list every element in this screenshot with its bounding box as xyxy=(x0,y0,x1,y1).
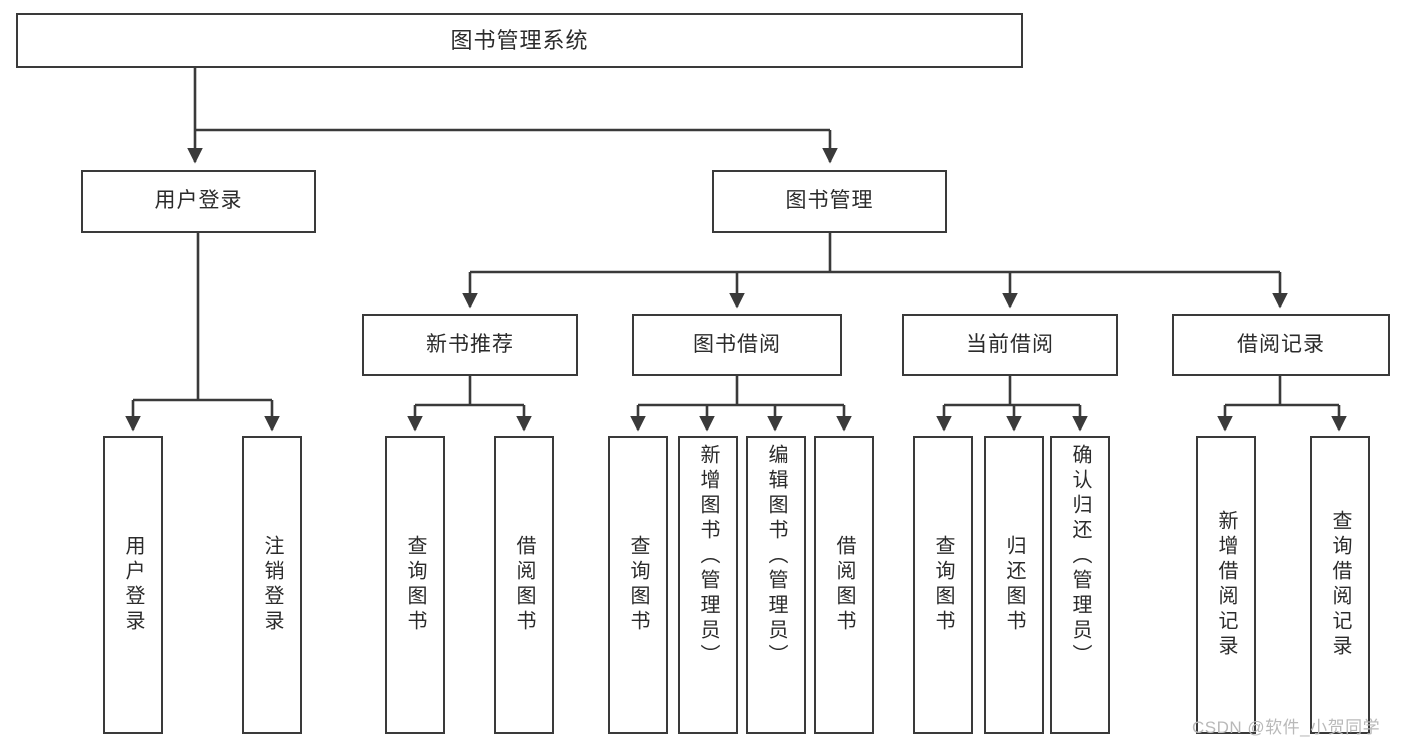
leaf-return-book[interactable]: 归还图书 xyxy=(984,436,1044,734)
leaf-borrow-book-1[interactable]: 借阅图书 xyxy=(494,436,554,734)
leaf-borrow-book-2[interactable]: 借阅图书 xyxy=(814,436,874,734)
node-user-login-label: 用户登录 xyxy=(154,189,243,213)
leaf-add-record-label: 新增借阅记录 xyxy=(1215,510,1237,660)
node-book-manage-label: 图书管理 xyxy=(785,189,874,213)
node-borrow-record[interactable]: 借阅记录 xyxy=(1172,314,1390,376)
leaf-add-book[interactable]: 新增图书（管理员） xyxy=(678,436,738,734)
leaf-confirm-return[interactable]: 确认归还（管理员） xyxy=(1050,436,1110,734)
node-root[interactable]: 图书管理系统 xyxy=(16,13,1023,68)
leaf-borrow-book-2-label: 借阅图书 xyxy=(833,535,855,635)
leaf-query-book-2-label: 查询图书 xyxy=(627,535,649,635)
watermark: CSDN @软件_小贺同学 xyxy=(1192,718,1381,737)
leaf-return-book-label: 归还图书 xyxy=(1003,535,1025,635)
node-user-login[interactable]: 用户登录 xyxy=(81,170,316,233)
leaf-query-book-2[interactable]: 查询图书 xyxy=(608,436,668,734)
node-book-borrow[interactable]: 图书借阅 xyxy=(632,314,842,376)
leaf-query-record[interactable]: 查询借阅记录 xyxy=(1310,436,1370,734)
node-borrow-record-label: 借阅记录 xyxy=(1237,332,1325,356)
leaf-confirm-return-label: 确认归还（管理员） xyxy=(1069,444,1091,669)
node-book-borrow-label: 图书借阅 xyxy=(693,332,781,356)
leaf-query-book-1[interactable]: 查询图书 xyxy=(385,436,445,734)
leaf-edit-book-label: 编辑图书（管理员） xyxy=(765,444,787,669)
leaf-borrow-book-1-label: 借阅图书 xyxy=(513,535,535,635)
leaf-logout-label: 注销登录 xyxy=(261,535,283,635)
node-new-book-recommend-label: 新书推荐 xyxy=(426,332,514,356)
node-current-borrow-label: 当前借阅 xyxy=(966,332,1054,356)
leaf-query-book-1-label: 查询图书 xyxy=(404,535,426,635)
leaf-query-record-label: 查询借阅记录 xyxy=(1329,510,1351,660)
node-book-manage[interactable]: 图书管理 xyxy=(712,170,947,233)
node-root-label: 图书管理系统 xyxy=(450,27,589,53)
leaf-add-record[interactable]: 新增借阅记录 xyxy=(1196,436,1256,734)
node-new-book-recommend[interactable]: 新书推荐 xyxy=(362,314,578,376)
leaf-query-book-3-label: 查询图书 xyxy=(932,535,954,635)
node-current-borrow[interactable]: 当前借阅 xyxy=(902,314,1118,376)
leaf-edit-book[interactable]: 编辑图书（管理员） xyxy=(746,436,806,734)
leaf-user-login[interactable]: 用户登录 xyxy=(103,436,163,734)
leaf-user-login-label: 用户登录 xyxy=(122,535,144,635)
leaf-logout[interactable]: 注销登录 xyxy=(242,436,302,734)
leaf-query-book-3[interactable]: 查询图书 xyxy=(913,436,973,734)
leaf-add-book-label: 新增图书（管理员） xyxy=(697,444,719,669)
